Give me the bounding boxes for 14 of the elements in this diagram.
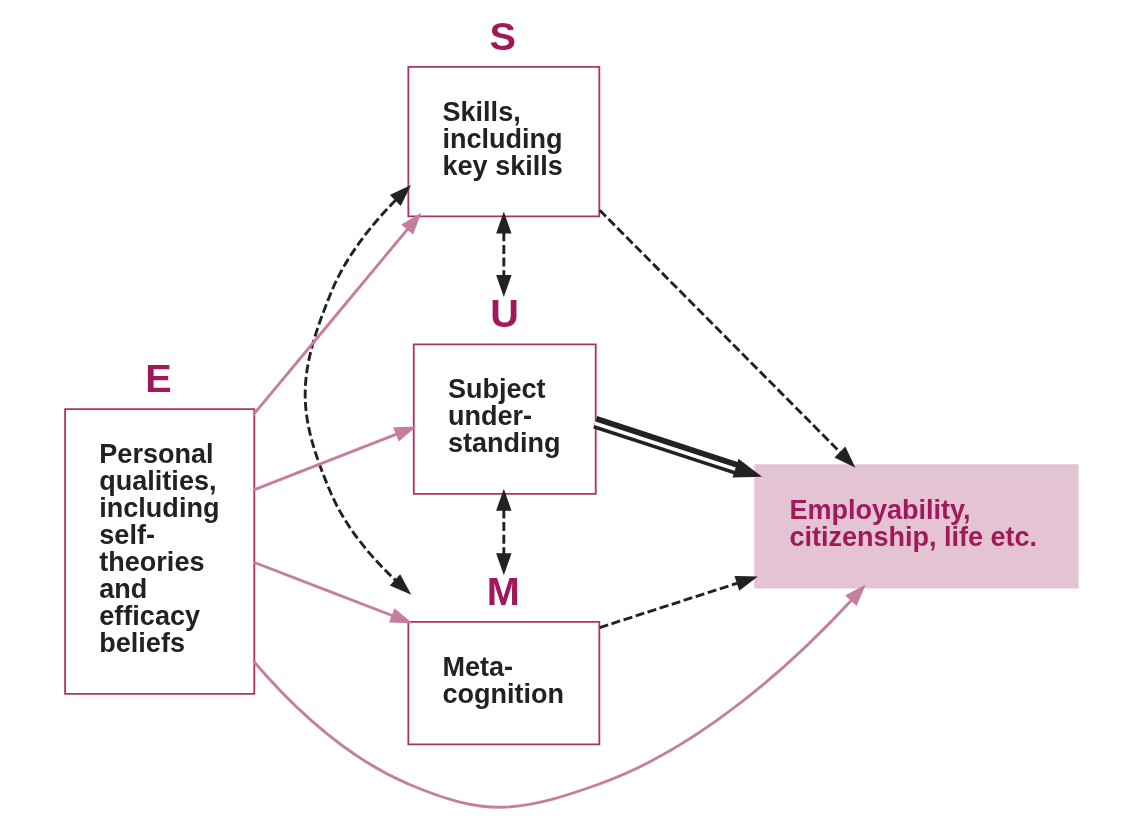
arrow — [599, 576, 758, 629]
arrow — [598, 209, 856, 468]
arrow — [252, 212, 422, 416]
arrow — [303, 185, 412, 595]
node-label: E — [145, 356, 172, 401]
node-label: U — [490, 291, 519, 336]
arrow — [253, 426, 417, 492]
node-label: S — [489, 13, 516, 58]
arrow — [496, 488, 512, 576]
arrow — [496, 211, 512, 298]
arrow — [593, 416, 762, 478]
node-label: M — [486, 568, 520, 613]
arrow — [253, 560, 413, 624]
arrow — [252, 584, 866, 809]
